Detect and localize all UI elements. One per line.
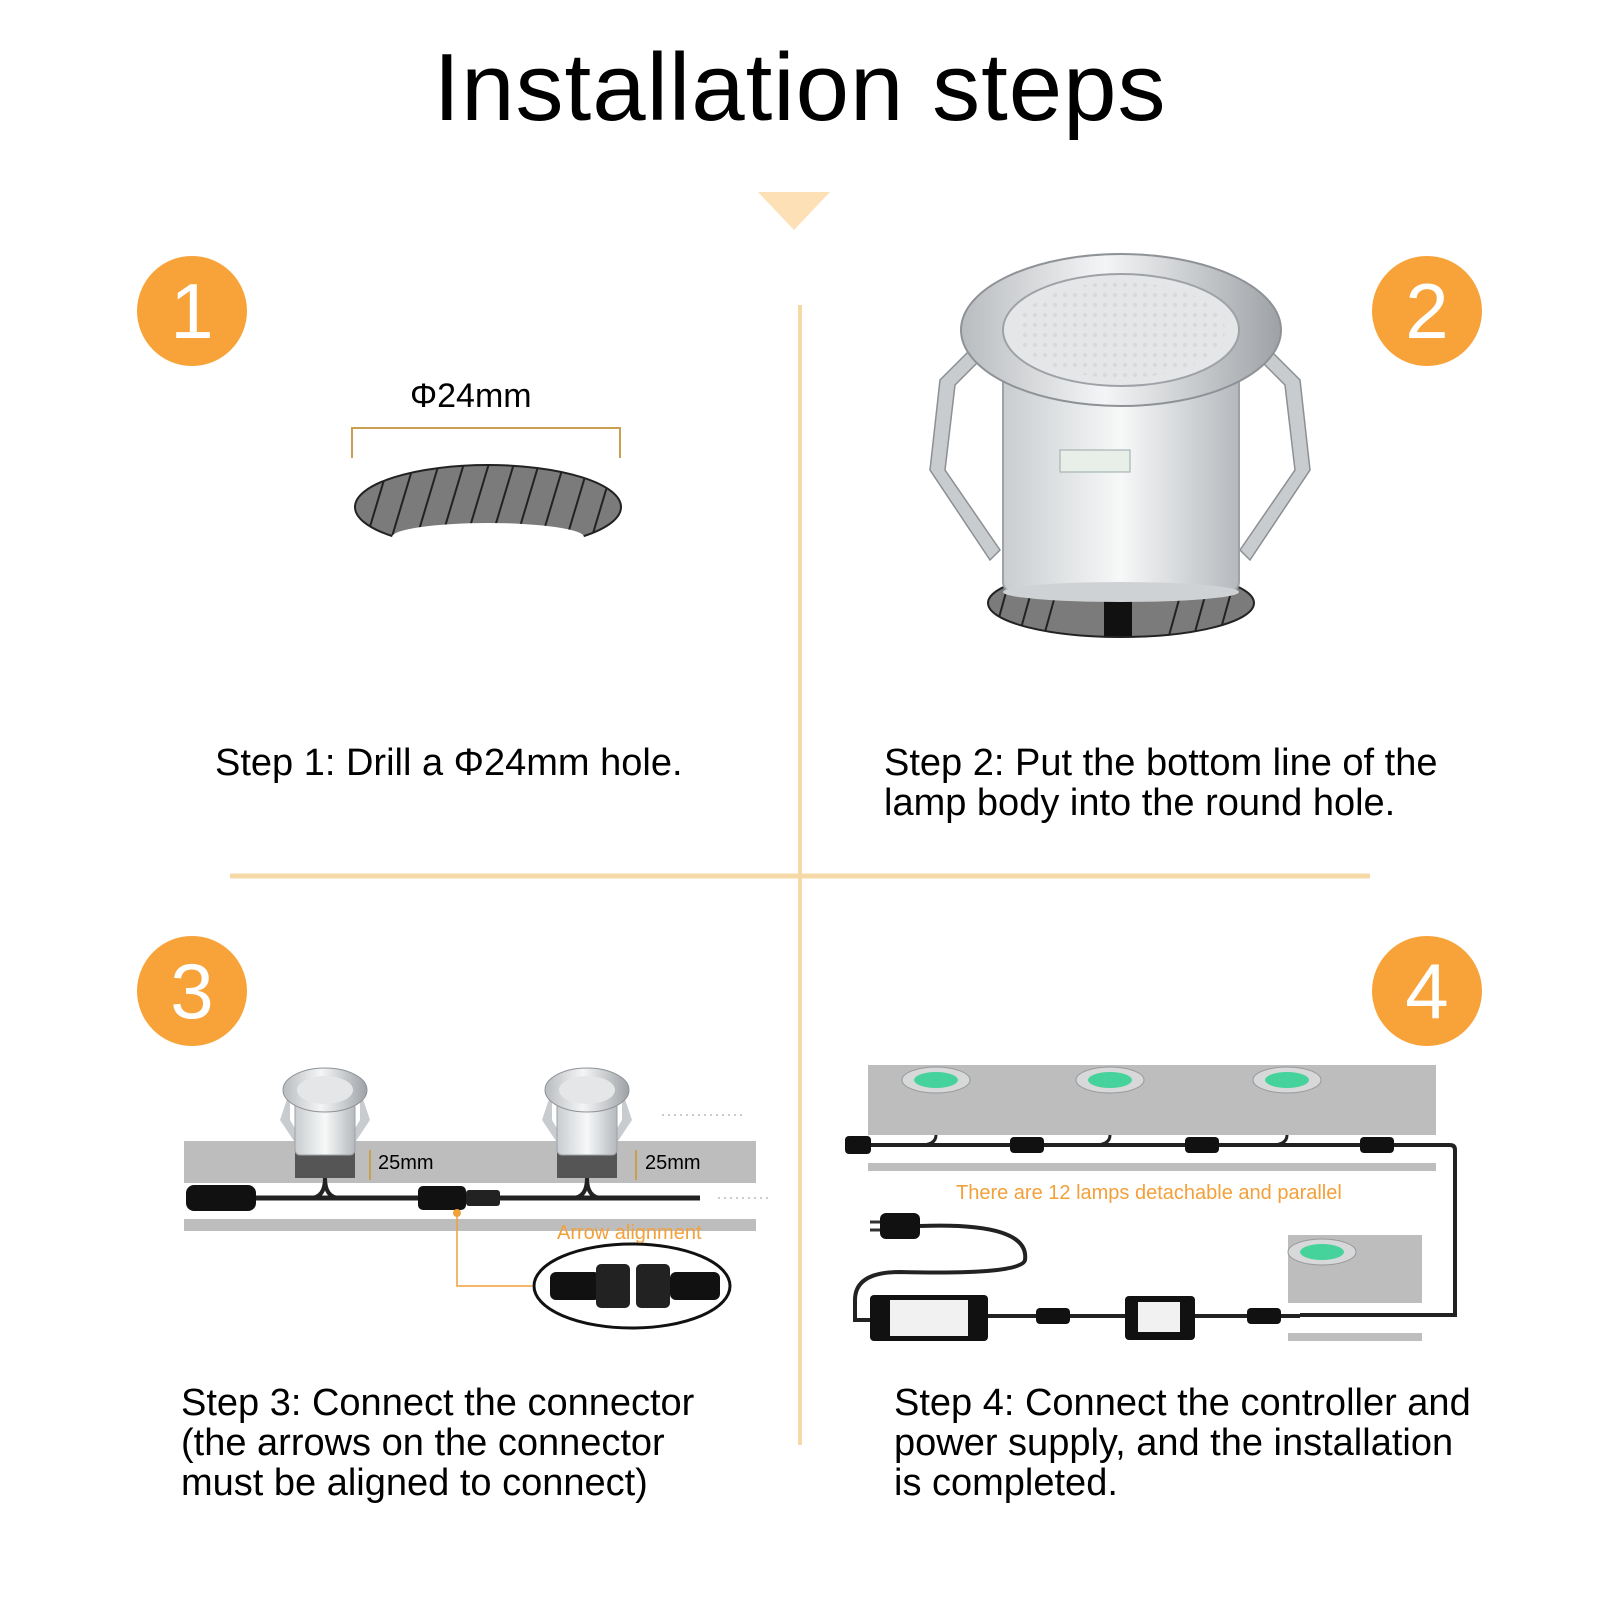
hole-diameter-label: Φ24mm [410, 377, 532, 415]
step-1-text: Step 1: Drill a Φ24mm hole. [215, 742, 683, 784]
page-title: Installation steps [433, 34, 1167, 141]
step-4-text: Step 4: Connect the controller and power… [894, 1382, 1471, 1504]
hole-opening [392, 523, 584, 551]
arrow-alignment-label: Arrow alignment [557, 1222, 702, 1244]
step-2-badge: 2 [1372, 256, 1482, 366]
green-lamp-row [901, 1066, 1322, 1094]
step-3-badge: 3 [137, 936, 247, 1046]
step-1-badge: 1 [137, 256, 247, 366]
step-4-badge: 4 [1372, 936, 1482, 1046]
step-2-text: Step 2: Put the bottom line of the lamp … [884, 742, 1438, 824]
depth-label-left: 25mm [378, 1152, 434, 1174]
lamps-count-label: There are 12 lamps detachable and parall… [956, 1182, 1342, 1204]
down-arrow-icon [758, 192, 830, 230]
connector-zoom [532, 1242, 732, 1330]
step-3-text: Step 3: Connect the connector (the arrow… [181, 1382, 695, 1504]
depth-label-right: 25mm [645, 1152, 701, 1174]
dimension-bracket [351, 427, 621, 458]
